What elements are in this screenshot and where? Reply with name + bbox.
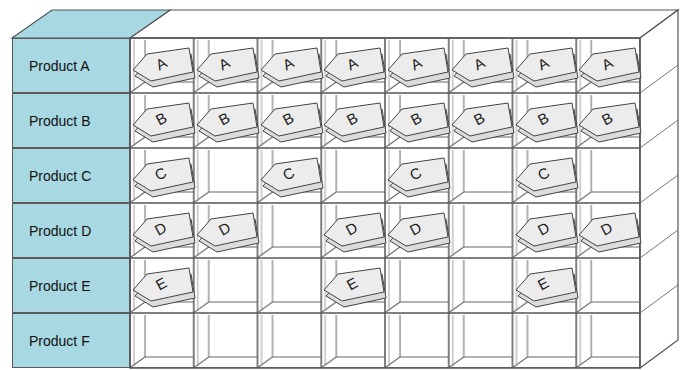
kanban-tag: A: [195, 46, 261, 88]
product-label: Product B: [12, 93, 130, 148]
product-name: Product F: [29, 333, 90, 349]
product-label: Product D: [12, 203, 130, 258]
kanban-tag: D: [195, 211, 261, 253]
product-name: Product D: [29, 223, 91, 239]
kanban-tag: D: [322, 211, 388, 253]
product-name: Product B: [29, 113, 90, 129]
kanban-tag: E: [322, 266, 388, 308]
kanban-tag: C: [131, 156, 197, 198]
product-name: Product C: [29, 168, 91, 184]
product-label: Product E: [12, 258, 130, 313]
product-label: Product C: [12, 148, 130, 203]
label-column-top: [12, 10, 170, 38]
kanban-tag: C: [386, 156, 452, 198]
shelf-side: [640, 10, 678, 368]
kanban-tag: D: [386, 211, 452, 253]
kanban-tag: D: [577, 211, 643, 253]
kanban-tag: B: [450, 101, 516, 143]
product-label: Product A: [12, 38, 130, 93]
kanban-tag: A: [386, 46, 452, 88]
kanban-tag: E: [514, 266, 580, 308]
kanban-tag: A: [514, 46, 580, 88]
kanban-tag: B: [195, 101, 261, 143]
kanban-tag: A: [131, 46, 197, 88]
kanban-tag: A: [322, 46, 388, 88]
shelf-top: [130, 10, 678, 38]
kanban-tag: D: [131, 211, 197, 253]
kanban-tag: A: [577, 46, 643, 88]
kanban-tag: C: [514, 156, 580, 198]
kanban-tag: A: [450, 46, 516, 88]
kanban-tag: C: [259, 156, 325, 198]
kanban-tag: B: [322, 101, 388, 143]
kanban-tag: E: [131, 266, 197, 308]
kanban-tag: B: [386, 101, 452, 143]
shelf-grid: [130, 38, 640, 368]
kanban-tag: B: [577, 101, 643, 143]
kanban-tag: A: [259, 46, 325, 88]
kanban-tag: B: [514, 101, 580, 143]
kanban-tag: B: [131, 101, 197, 143]
product-name: Product A: [29, 58, 90, 74]
kanban-tag: D: [514, 211, 580, 253]
product-name: Product E: [29, 278, 90, 294]
product-label: Product F: [12, 313, 130, 368]
kanban-tag: B: [259, 101, 325, 143]
